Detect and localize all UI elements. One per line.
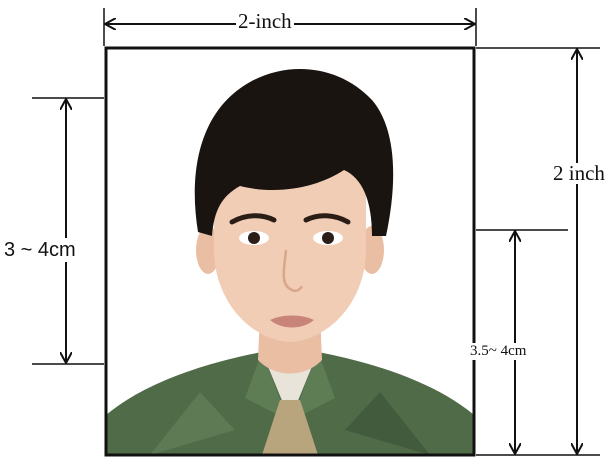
photo-frame [104, 46, 476, 457]
portrait [106, 48, 474, 455]
mouth [270, 315, 314, 328]
photo-height-label: 2 inch [553, 161, 605, 185]
hair [194, 69, 394, 237]
face [214, 152, 366, 342]
photo-width-label: 2-inch [236, 9, 294, 33]
tie [262, 400, 318, 455]
head-height-label: 3 ~ 4cm [4, 238, 76, 262]
face-offset-label: 3.5~ 4cm [470, 343, 527, 360]
